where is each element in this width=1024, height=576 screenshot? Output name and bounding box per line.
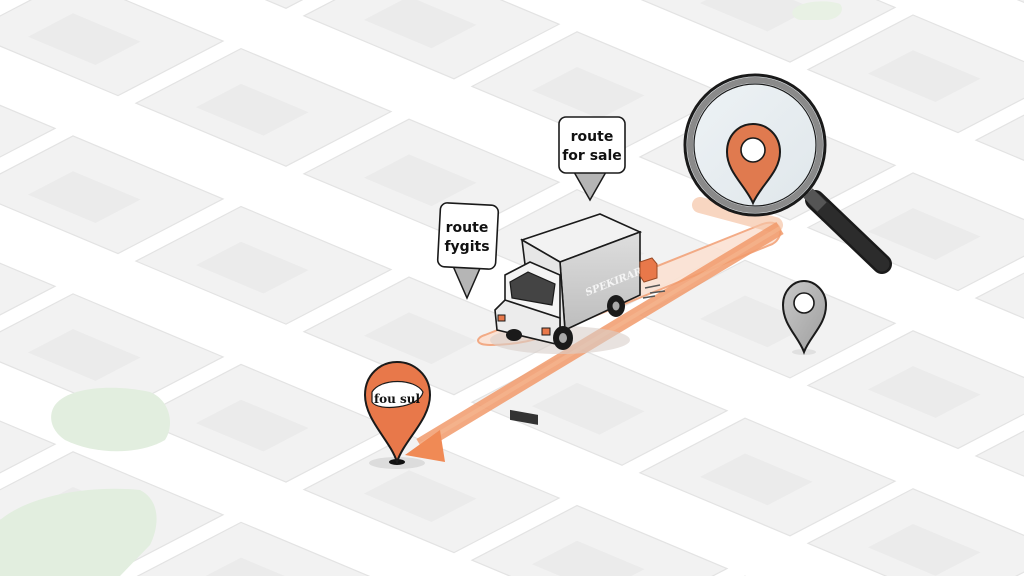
building-footprint: [700, 295, 813, 348]
building-footprint: [868, 50, 981, 102]
building-footprint: [196, 241, 309, 294]
city-block: [264, 0, 304, 9]
building-footprint: [700, 453, 813, 506]
building-footprint: [364, 154, 477, 207]
building-footprint: [205, 557, 285, 576]
park-areas: [0, 1, 842, 576]
building-footprint: [28, 171, 141, 223]
building-footprint: [868, 366, 981, 418]
callout-left-line2: fygits: [444, 239, 489, 255]
city-block: [0, 262, 57, 316]
delivery-truck[interactable]: SPEKIRARE: [490, 213, 666, 425]
city-block: [974, 430, 1024, 477]
callout-left-line1: route: [446, 220, 489, 236]
building-footprint: [364, 0, 477, 49]
route-arrowhead: [405, 430, 445, 462]
callout-route-fygits[interactable]: route fygits: [436, 202, 500, 300]
callout-route-for-sale[interactable]: route for sale: [558, 116, 626, 202]
building-footprint: [28, 329, 141, 381]
city-block: [974, 272, 1024, 319]
magnified-location-pin-icon: [725, 122, 782, 206]
city-block: [136, 521, 371, 576]
building-footprint: [28, 13, 141, 66]
city-block: [0, 420, 57, 474]
building-footprint: [364, 470, 477, 522]
building-footprint: [532, 540, 645, 576]
building-footprint: [868, 208, 981, 260]
callout-top-line1: route: [571, 129, 614, 145]
building-footprint: [700, 0, 813, 32]
building-footprint: [196, 83, 309, 136]
start-pin-label: fou sul: [374, 392, 421, 406]
building-footprint: [868, 524, 981, 576]
city-block: [470, 504, 729, 576]
callout-top-line2: for sale: [562, 148, 622, 164]
building-footprint: [196, 399, 309, 452]
city-block: [1016, 0, 1024, 4]
city-block: [974, 114, 1024, 161]
magnifying-glass-icon[interactable]: [683, 73, 892, 274]
building-footprint: [532, 382, 645, 435]
city-block: [0, 104, 57, 158]
start-pin[interactable]: fou sul: [363, 360, 432, 469]
building-footprint: [364, 312, 477, 365]
building-footprint: [532, 67, 645, 119]
destination-pin-icon[interactable]: [781, 279, 828, 355]
